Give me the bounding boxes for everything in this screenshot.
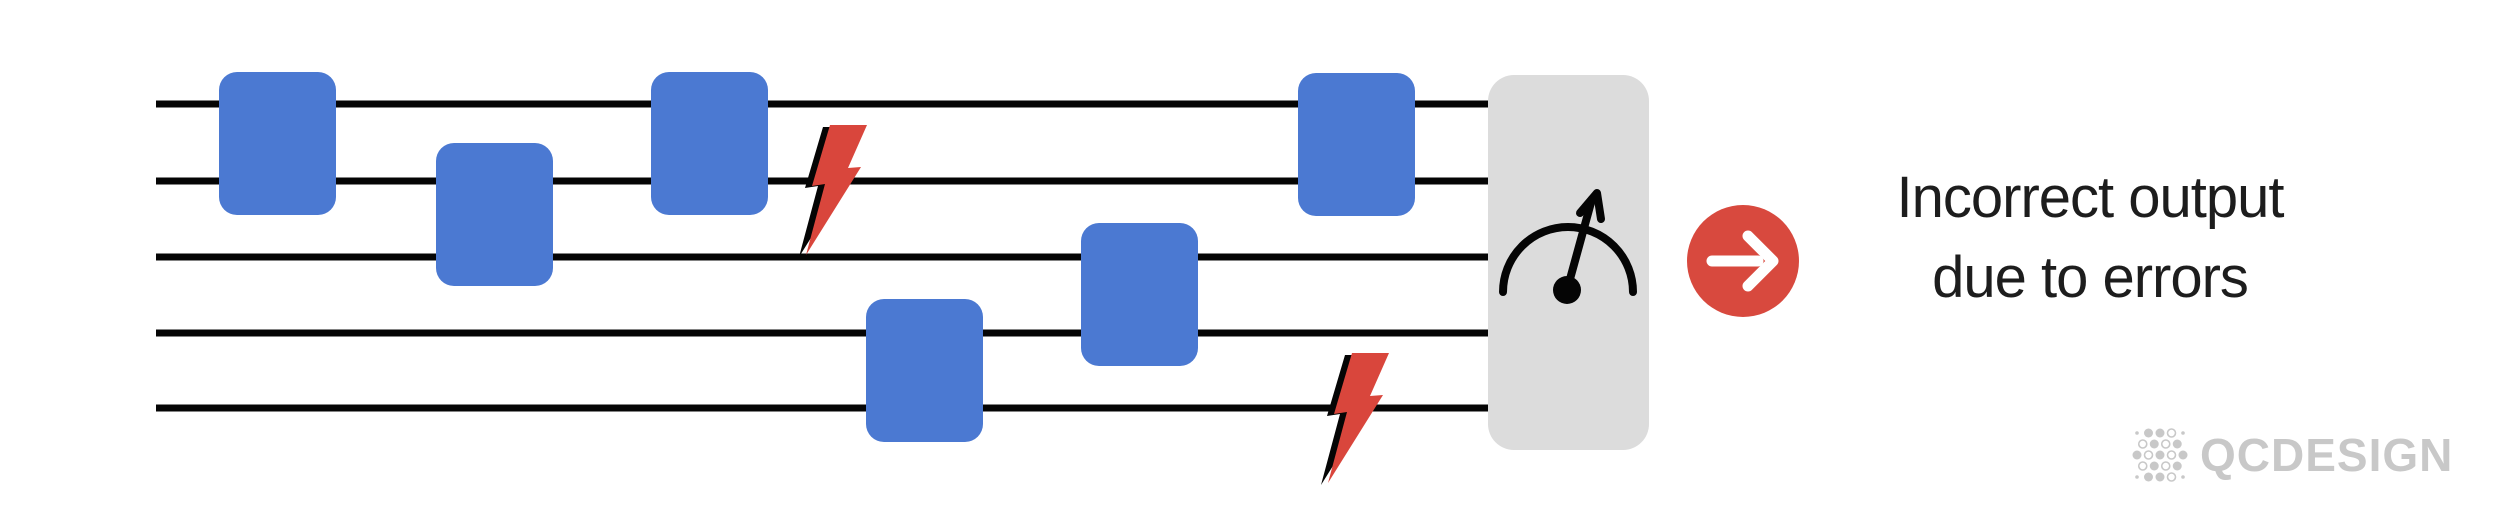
logo-dot-ring [2160,439,2171,449]
caption-line-1: Incorrect output [1896,165,2285,230]
gauge-needle-arrowhead [1576,189,1605,223]
dot-grid-icon [2132,428,2188,482]
logo-dot-tiny [2181,475,2185,479]
logo-dot-filled [2155,428,2165,438]
logo-dot-ring [2166,472,2177,482]
caption-line-2: due to errors [1932,245,2249,310]
gate-box [651,72,768,215]
gauge-needle [1563,195,1596,294]
logo-dot-tiny [2181,431,2185,435]
error-lightning-icon [1321,353,1389,485]
logo-dot-ring [2143,450,2154,460]
gauge-arc [1499,223,1637,296]
logo-dot-filled [2144,428,2153,438]
qcdesign-logo-text: QCDESIGN [2200,429,2454,481]
logo-dot-ring [2137,439,2148,449]
logo-dot-filled [2149,461,2159,471]
bolt-shape [1328,353,1389,483]
gauge-pivot-dot [1553,276,1581,304]
logo-dot-filled [2172,461,2182,471]
bolt-shape [806,125,867,255]
logo-dot-filled [2178,450,2188,460]
measurement-box [1488,75,1649,450]
gate-box [866,299,983,442]
logo-dot-filled [2172,439,2182,449]
logo-dot-filled [2149,439,2159,449]
logo-dot-tiny [2135,475,2139,479]
gate-box [219,72,336,215]
arrow-right-badge [1687,205,1799,317]
qcdesign-logo: QCDESIGN [2132,424,2453,486]
logo-dot-ring [2166,450,2177,460]
logo-dot-tiny [2135,431,2139,435]
gate-box [1298,73,1415,216]
logo-dot-filled [2155,450,2165,460]
caption-text: Incorrect output due to errors [1790,158,2390,318]
gate-box [436,143,553,286]
gate-box [1081,223,1198,366]
logo-dot-filled [2144,472,2153,482]
arrow-right-icon-head [1742,230,1779,292]
logo-dot-ring [2160,461,2171,471]
error-lightning-icon [799,125,867,257]
measurement-gauge-icon [1499,189,1637,304]
logo-dot-filled [2155,472,2165,482]
logo-dot-ring [2166,428,2177,438]
logo-dot-ring [2137,461,2148,471]
logo-dot-filled [2132,450,2142,460]
